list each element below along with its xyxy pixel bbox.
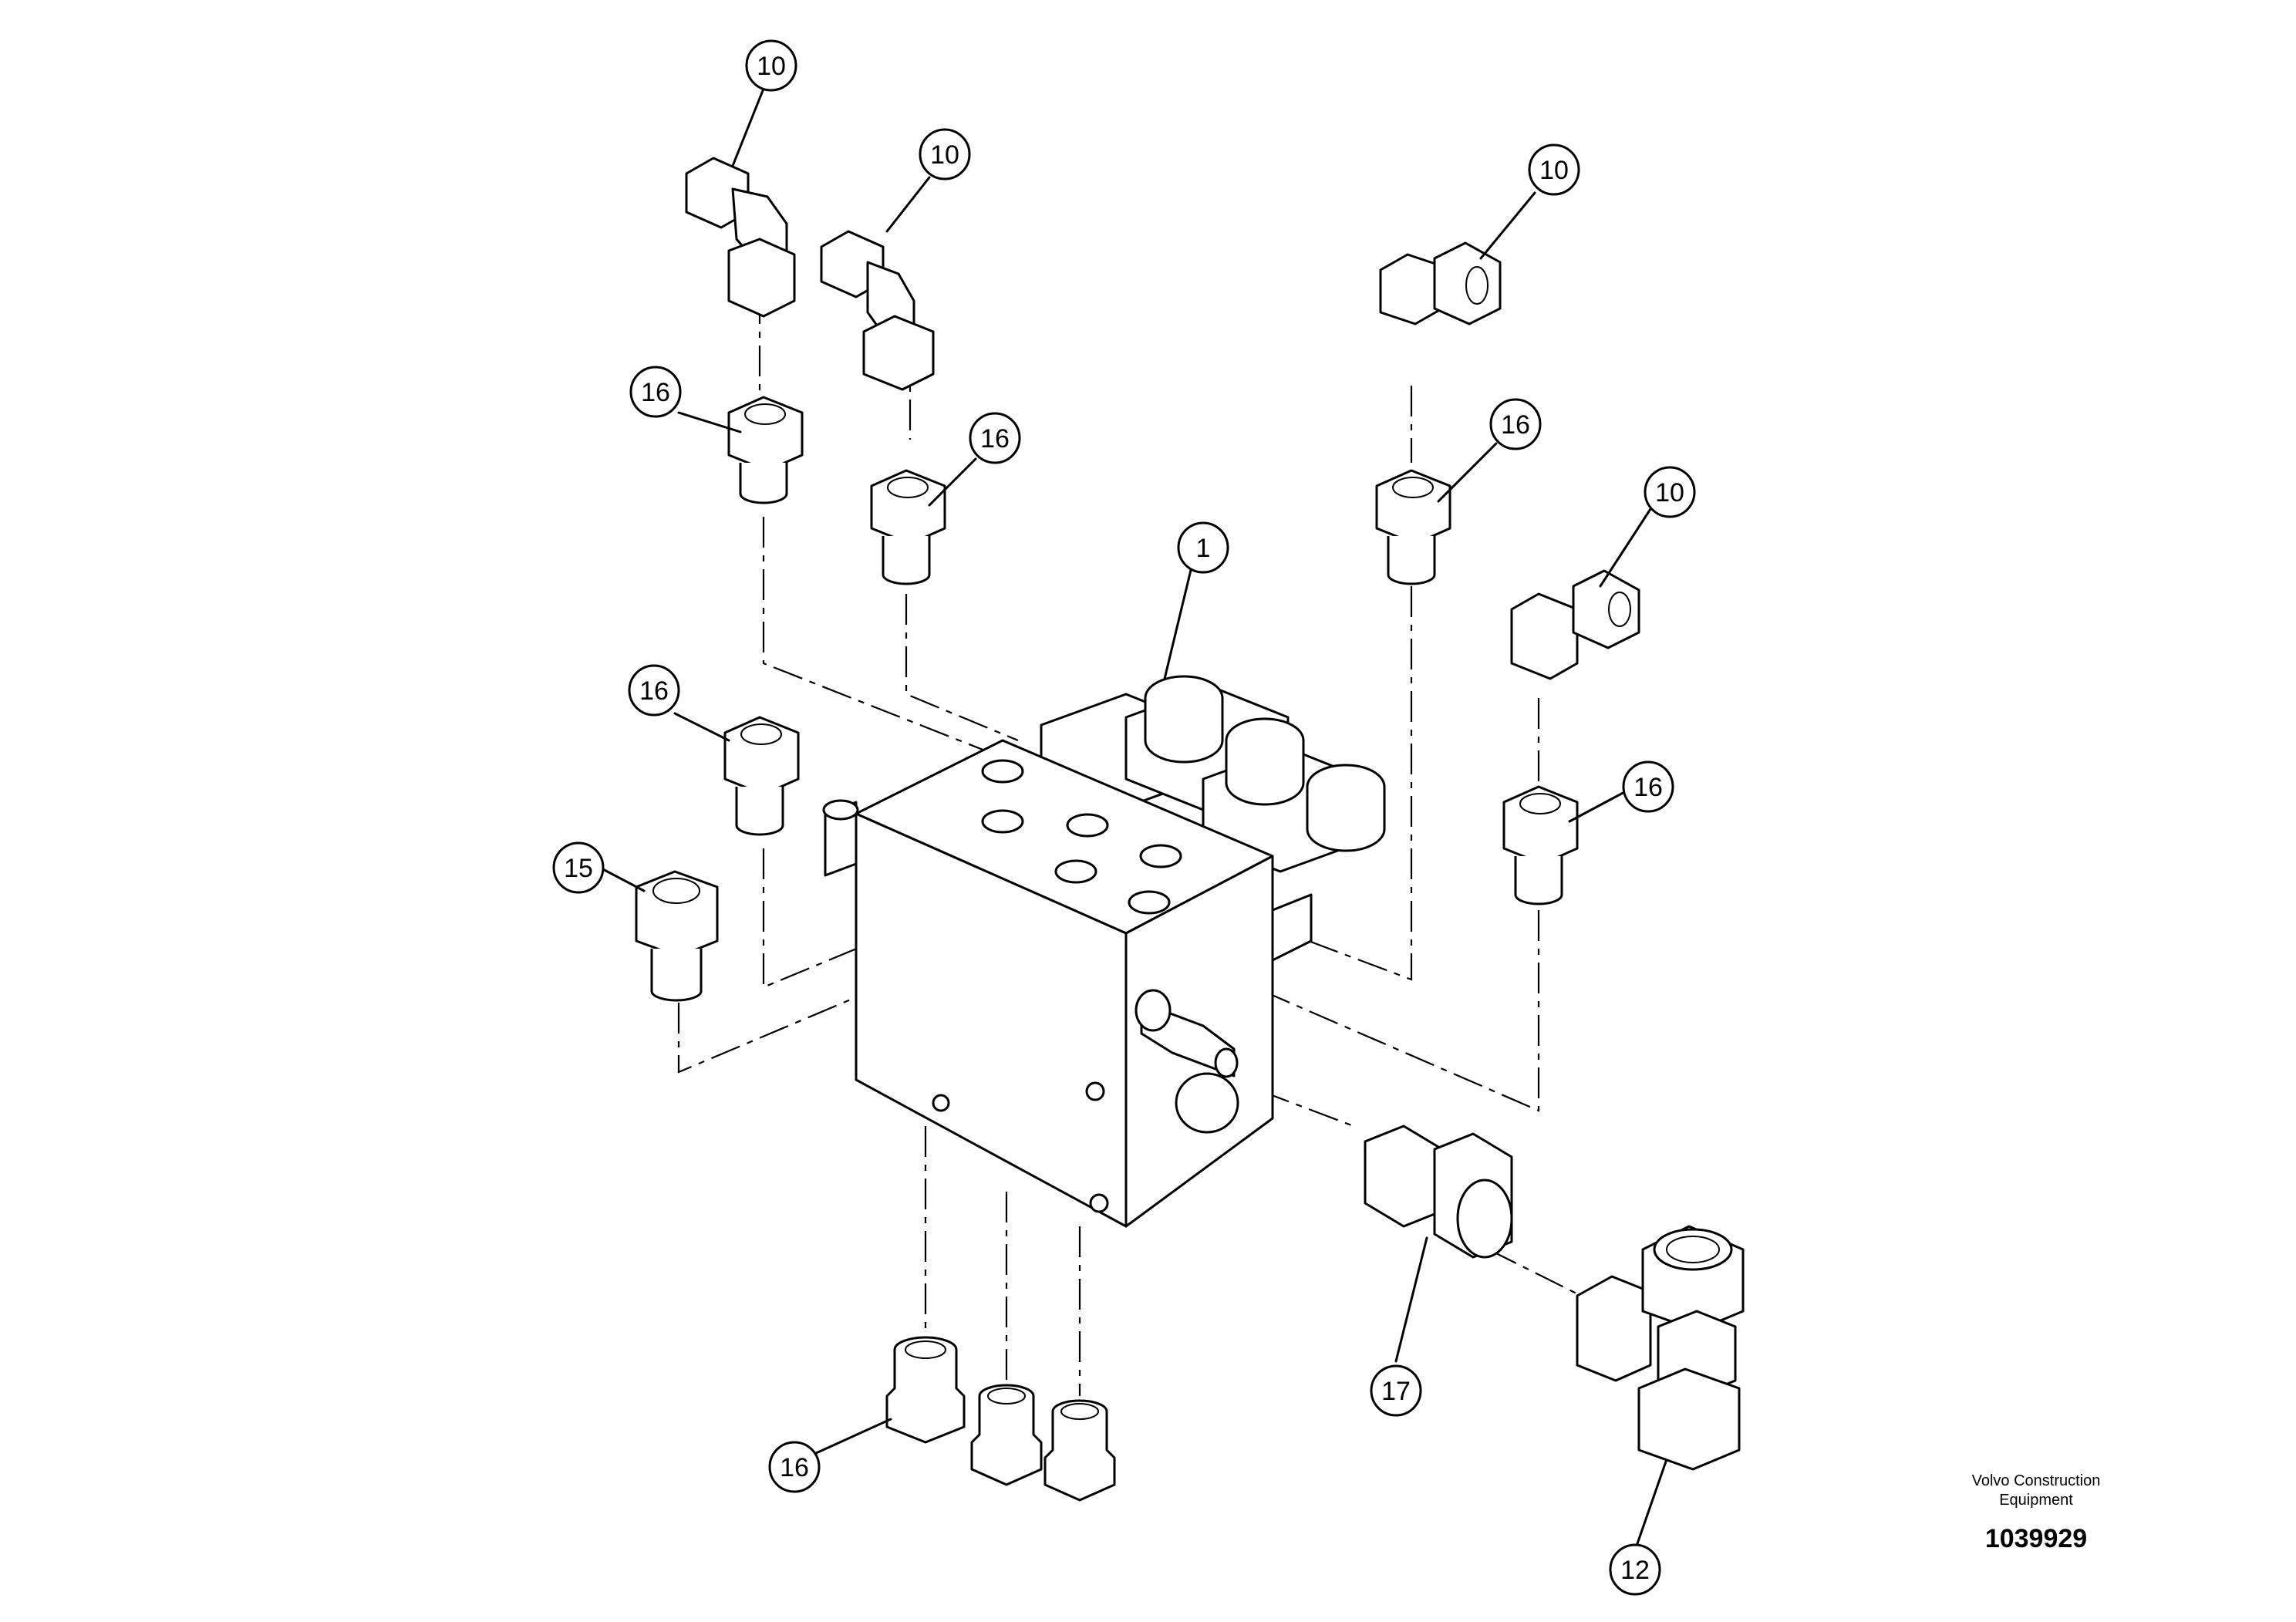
callout-label: 1 bbox=[1196, 534, 1211, 563]
elbow-fitting-top-mid bbox=[820, 230, 935, 391]
callout-10-top-mid: 10 bbox=[919, 128, 971, 180]
brand-block: Volvo Construction Equipment 1039929 bbox=[1913, 1472, 2159, 1554]
brand-line-2: Equipment bbox=[1999, 1492, 2073, 1509]
callout-10-top-right: 10 bbox=[1528, 143, 1580, 196]
adapter-upper-left bbox=[727, 396, 804, 504]
tee-fitting-item-12 bbox=[1576, 1225, 1745, 1471]
brand-line-1: Volvo Construction bbox=[1971, 1472, 2101, 1489]
callout-1: 1 bbox=[1177, 521, 1229, 574]
drawing-number: 1039929 bbox=[1984, 1524, 2088, 1553]
adapter-right bbox=[1502, 785, 1579, 905]
valve-block bbox=[822, 675, 1386, 1228]
callout-label: 10 bbox=[1539, 156, 1569, 185]
callout-label: 16 bbox=[641, 378, 670, 407]
callout-16-right: 16 bbox=[1622, 760, 1674, 813]
callout-16-left: 16 bbox=[628, 664, 680, 717]
callout-16-upper-mid: 16 bbox=[969, 412, 1021, 464]
callout-label: 17 bbox=[1381, 1377, 1411, 1406]
adapter-upper-mid bbox=[870, 469, 946, 585]
adapter-upper-right bbox=[1375, 469, 1451, 585]
callout-label: 16 bbox=[639, 676, 669, 706]
elbow-fitting-top-left bbox=[685, 157, 796, 318]
callout-16-bottom: 16 bbox=[768, 1441, 821, 1493]
callout-17: 17 bbox=[1370, 1364, 1422, 1417]
callout-16-upper-right: 16 bbox=[1489, 398, 1542, 450]
callout-10-top-left: 10 bbox=[745, 39, 797, 92]
elbow-fitting-right bbox=[1510, 569, 1640, 680]
callout-label: 16 bbox=[780, 1453, 809, 1482]
callout-10-right: 10 bbox=[1644, 466, 1696, 518]
callout-label: 15 bbox=[564, 854, 593, 883]
connector-item-17 bbox=[1364, 1125, 1513, 1259]
adapters-bottom bbox=[885, 1336, 1116, 1502]
elbow-fitting-top-right bbox=[1379, 241, 1502, 325]
callout-16-upper-left: 16 bbox=[629, 366, 682, 418]
plug-item-15 bbox=[635, 870, 719, 1002]
adapter-left bbox=[723, 716, 800, 836]
leader-lines bbox=[598, 87, 1667, 1552]
callout-label: 16 bbox=[980, 424, 1010, 454]
callout-15: 15 bbox=[552, 841, 605, 894]
callout-label: 16 bbox=[1501, 410, 1530, 440]
callout-label: 10 bbox=[930, 140, 959, 170]
callout-label: 16 bbox=[1633, 773, 1663, 802]
callout-label: 10 bbox=[757, 52, 786, 81]
callout-12: 12 bbox=[1609, 1543, 1661, 1596]
callout-label: 10 bbox=[1655, 478, 1684, 508]
callout-label: 12 bbox=[1620, 1556, 1650, 1585]
